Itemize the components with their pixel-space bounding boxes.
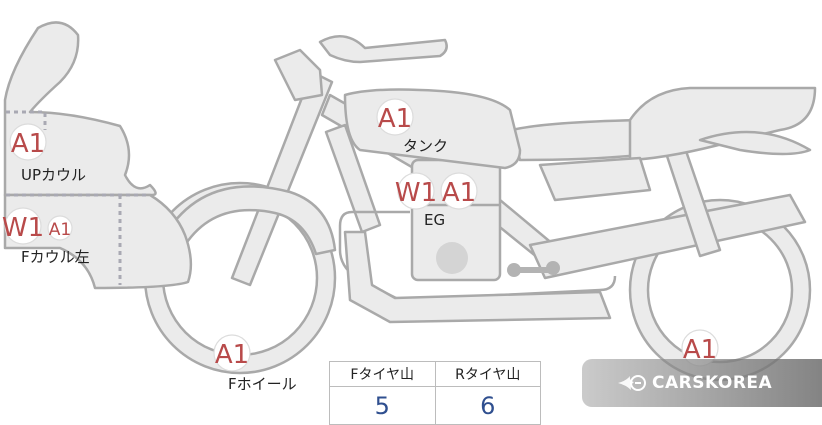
svg-text:A1: A1: [11, 129, 45, 159]
eg-badge-w: W1: [395, 172, 437, 210]
up-cowl-badge: A1: [9, 123, 47, 161]
lower-cowl[interactable]: [3, 193, 193, 290]
eg-label: EG: [424, 211, 446, 229]
front-fender: [163, 185, 337, 256]
fuel-tank[interactable]: [343, 88, 522, 170]
tank-badge: A1: [376, 98, 414, 136]
svg-text:A1: A1: [49, 220, 71, 240]
eg-badge-a: A1: [440, 172, 478, 210]
rear-tyre-header: Rタイヤ山: [434, 361, 541, 387]
carskorea-logo-icon: [618, 375, 646, 391]
f-cowl-badge-a: A1: [47, 215, 73, 241]
carskorea-watermark: CARSKOREA: [582, 359, 822, 407]
f-cowl-left-label: Fカウル左: [21, 248, 90, 266]
rear-fender: [698, 130, 812, 156]
f-wheel-label: Fホイール: [228, 375, 297, 393]
svg-text:A1: A1: [378, 104, 412, 134]
f-cowl-badge-w: W1: [2, 207, 44, 245]
front-tyre-value: 5: [329, 386, 436, 425]
rear-tyre-value: 6: [434, 386, 541, 425]
headlight: [273, 48, 324, 102]
upper-cowl-boundary: [6, 110, 47, 130]
svg-text:A1: A1: [442, 178, 476, 208]
exhaust-upper: [338, 210, 617, 302]
seat: [628, 86, 817, 162]
svg-text:A1: A1: [215, 340, 249, 370]
exhaust-lower: [343, 230, 612, 324]
brand-name: CARSKOREA: [652, 373, 773, 393]
side-cover: [538, 156, 652, 202]
front-tyre-header: Fタイヤ山: [329, 361, 436, 387]
f-wheel-badge: A1: [213, 334, 251, 372]
svg-text:W1: W1: [395, 178, 437, 208]
svg-text:W1: W1: [2, 213, 44, 243]
handlebar: [318, 35, 448, 64]
rear-axle: [507, 261, 560, 277]
tyre-tread-table: Fタイヤ山 Rタイヤ山 5 6: [329, 361, 541, 425]
up-cowl-label: UPカウル: [21, 166, 87, 184]
rear-seat-tail: [510, 118, 642, 162]
tank-label: タンク: [403, 137, 449, 155]
